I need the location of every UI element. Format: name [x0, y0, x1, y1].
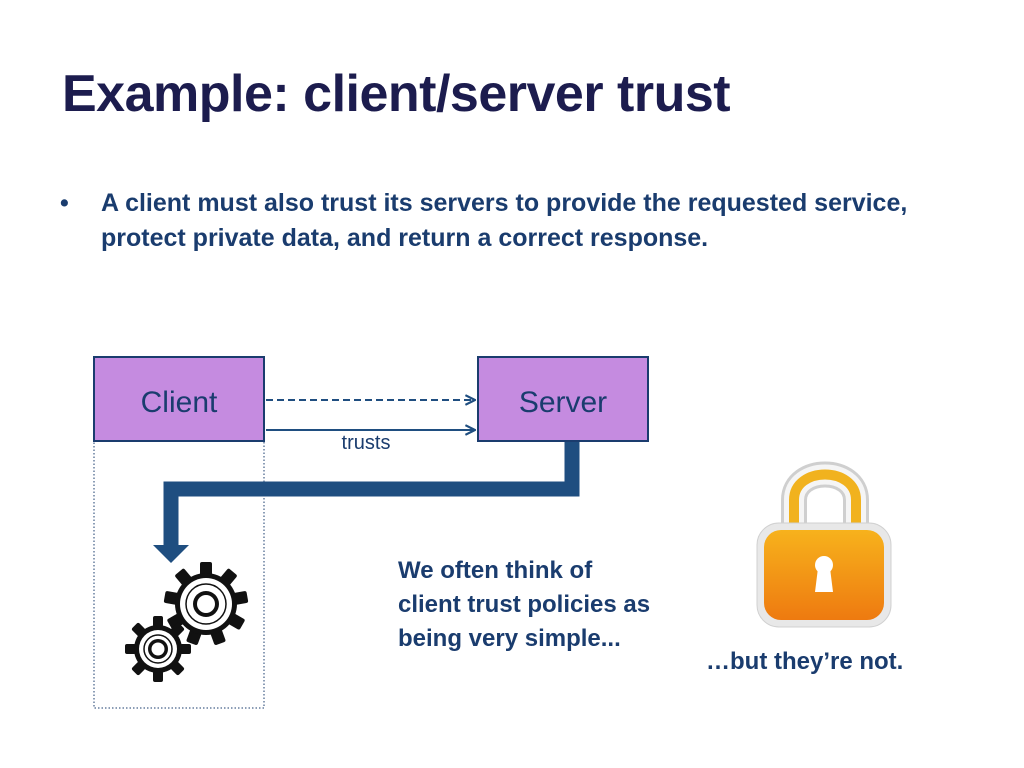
server-node — [477, 356, 649, 442]
slide-title: Example: client/server trust — [62, 65, 731, 123]
arrow-down-icon — [153, 545, 189, 563]
server-label: Server — [519, 386, 607, 419]
gears-icon — [125, 562, 249, 682]
note-line-2: client trust policies as — [398, 591, 651, 618]
large-gear — [163, 562, 249, 645]
response-connector — [163, 440, 580, 548]
note-line-3: being very simple... — [398, 625, 621, 652]
simple-policy-note: We often think of client trust policies … — [398, 554, 708, 656]
client-node — [93, 356, 265, 442]
note-line-1: We often think of — [398, 557, 593, 584]
bullet-marker: • — [60, 189, 69, 217]
bullet-text: A client must also trust its servers to … — [101, 189, 908, 252]
trusts-label: trusts — [342, 432, 391, 454]
client-label: Client — [141, 386, 218, 419]
small-gear — [125, 616, 191, 682]
padlock-icon — [756, 461, 892, 628]
caption-text: …but they’re not. — [706, 648, 904, 675]
